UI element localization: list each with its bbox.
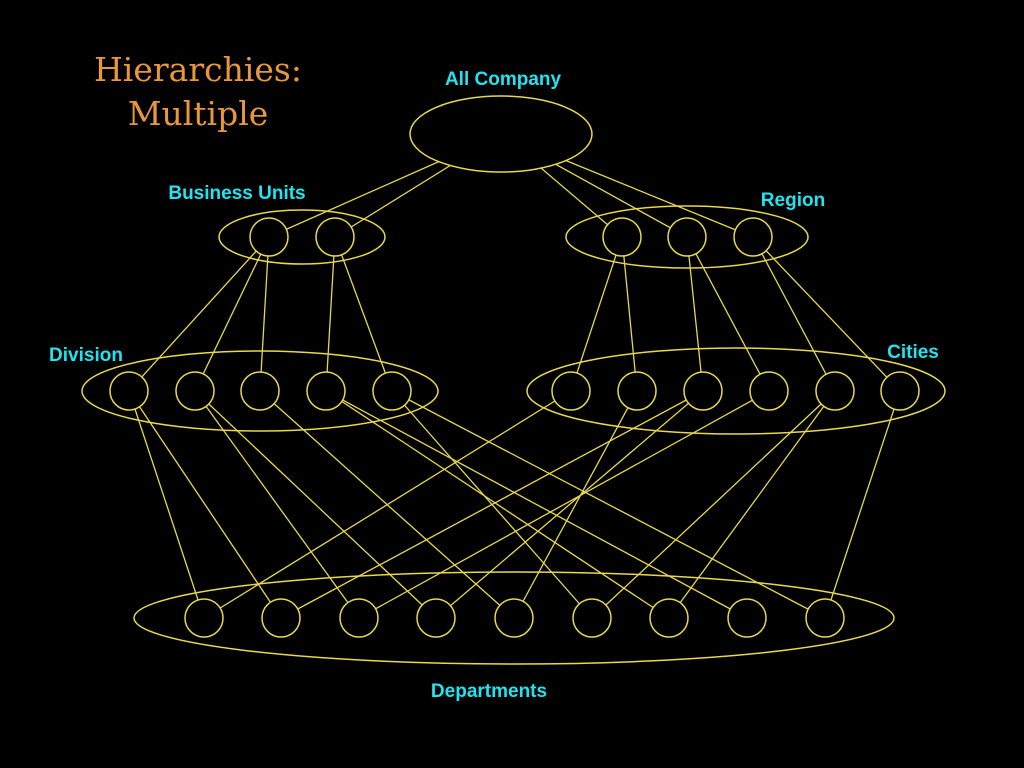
region-node-2 xyxy=(667,217,707,257)
business-units-node-1 xyxy=(249,217,289,257)
cities-node-1 xyxy=(551,371,591,411)
label-all-company: All Company xyxy=(445,69,562,90)
label-division: Division xyxy=(49,345,123,366)
cities-node-3 xyxy=(683,371,723,411)
departments-node-8 xyxy=(727,598,767,638)
label-business-units: Business Units xyxy=(168,183,305,204)
departments-node-7 xyxy=(649,598,689,638)
hierarchy-nodes xyxy=(109,217,920,638)
business-units-node-2 xyxy=(315,217,355,257)
edge-division-0-to-departments-1 xyxy=(128,390,282,619)
division-node-2 xyxy=(175,371,215,411)
edge-business-units-1-to-division-3 xyxy=(325,236,336,392)
edge-cities-5-to-departments-8 xyxy=(824,390,901,619)
edge-division-1-to-departments-3 xyxy=(194,390,437,619)
edge-cities-1-to-departments-4 xyxy=(513,390,638,619)
edge-business-units-0-to-division-1 xyxy=(194,236,270,392)
edge-region-2-to-cities-5 xyxy=(752,236,901,392)
hierarchy-edges xyxy=(128,133,901,619)
edge-region-0-to-cities-1 xyxy=(621,236,638,392)
departments-node-1 xyxy=(184,598,224,638)
region-group xyxy=(565,205,809,269)
edge-business-units-1-to-division-4 xyxy=(334,236,393,392)
division-node-5 xyxy=(372,371,412,411)
departments-node-3 xyxy=(339,598,379,638)
departments-node-9 xyxy=(805,598,845,638)
slide-title-line-1: Hierarchies: xyxy=(94,50,302,89)
departments-node-5 xyxy=(494,598,534,638)
label-cities: Cities xyxy=(887,342,939,363)
edge-cities-4-to-departments-6 xyxy=(668,390,836,619)
cities-node-5 xyxy=(815,371,855,411)
edge-region-1-to-cities-2 xyxy=(686,236,704,392)
region-node-3 xyxy=(733,217,773,257)
edge-cities-3-to-departments-2 xyxy=(358,390,770,619)
departments-group xyxy=(133,571,895,665)
cities-node-2 xyxy=(617,371,657,411)
edge-business-units-0-to-division-0 xyxy=(128,236,270,392)
business-units-group xyxy=(218,209,386,265)
edge-division-3-to-departments-7 xyxy=(325,390,748,619)
division-node-1 xyxy=(109,371,149,411)
edge-business-units-0-to-division-2 xyxy=(259,236,270,392)
edge-region-1-to-cities-3 xyxy=(686,236,770,392)
division-node-3 xyxy=(240,371,280,411)
cities-group xyxy=(526,347,946,435)
edge-division-3-to-departments-6 xyxy=(325,390,670,619)
edge-division-0-to-departments-0 xyxy=(128,390,205,619)
label-region: Region xyxy=(761,190,825,211)
all-company-node xyxy=(409,95,593,173)
departments-node-4 xyxy=(416,598,456,638)
level-labels: All Company Business Units Region Divisi… xyxy=(49,69,939,702)
edge-region-2-to-cities-4 xyxy=(752,236,836,392)
edge-division-1-to-departments-2 xyxy=(194,390,360,619)
edge-region-0-to-cities-0 xyxy=(570,236,623,392)
division-node-4 xyxy=(306,371,346,411)
departments-node-2 xyxy=(261,598,301,638)
departments-node-6 xyxy=(572,598,612,638)
group-ellipses xyxy=(81,95,946,665)
label-departments: Departments xyxy=(431,681,547,702)
division-group xyxy=(81,350,439,432)
slide-title: Hierarchies: Multiple xyxy=(48,48,348,136)
edge-cities-2-to-departments-1 xyxy=(280,390,704,619)
edge-cities-2-to-departments-3 xyxy=(435,390,704,619)
slide-title-line-2: Multiple xyxy=(127,94,269,133)
cities-node-6 xyxy=(880,371,920,411)
edge-cities-0-to-departments-0 xyxy=(203,390,572,619)
edge-division-4-to-departments-8 xyxy=(391,390,826,619)
edge-cities-4-to-departments-5 xyxy=(591,390,836,619)
cities-node-4 xyxy=(749,371,789,411)
region-node-1 xyxy=(602,217,642,257)
